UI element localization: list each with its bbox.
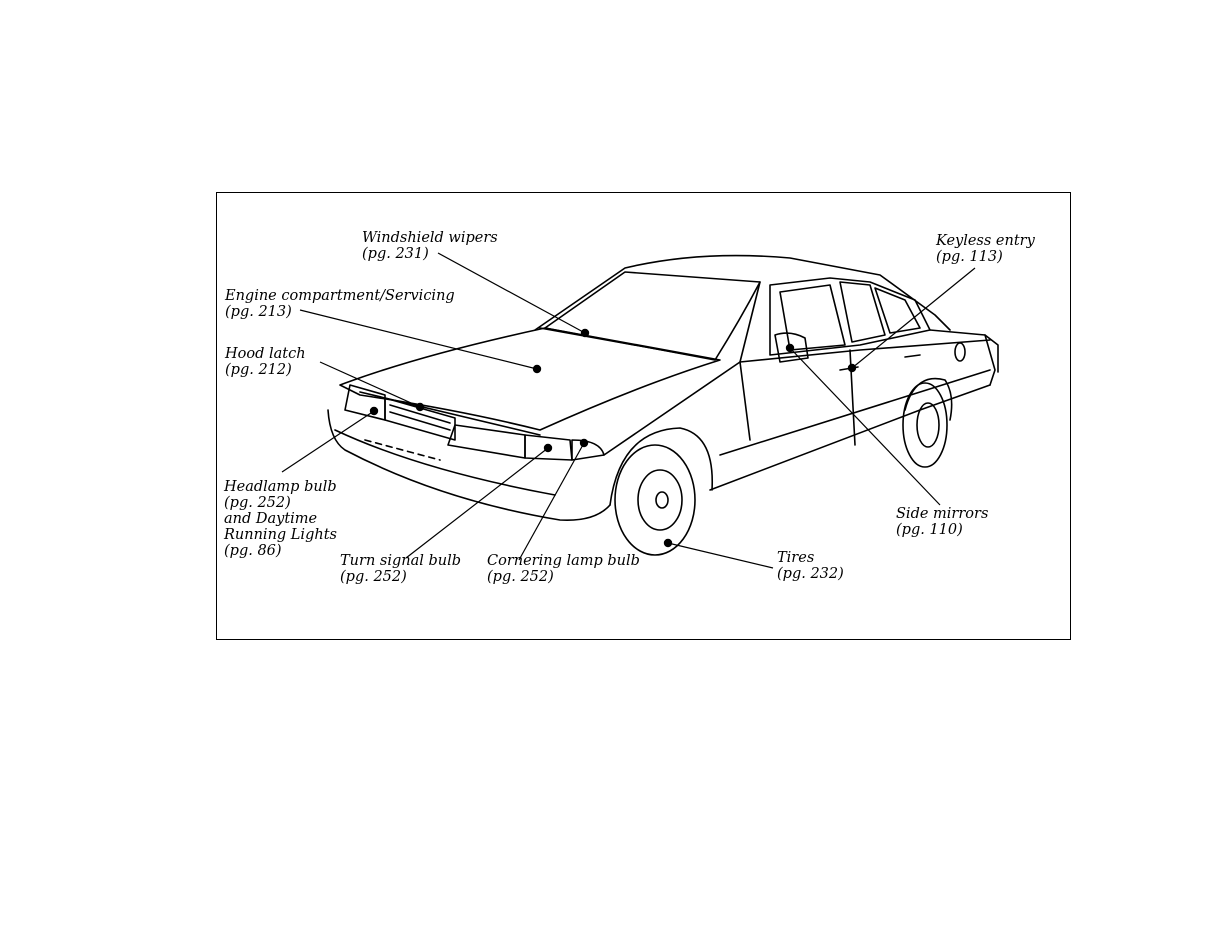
callout-engine-compartment: Engine compartment/Servicing (pg. 213) <box>225 288 455 320</box>
callout-page: (pg. 232) <box>777 566 844 582</box>
rear-tire <box>903 383 947 467</box>
callout-page: (pg. 113) <box>936 249 1035 265</box>
door-window-2 <box>840 282 885 342</box>
callout-label: Engine compartment/Servicing <box>225 288 455 304</box>
callout-hood-latch: Hood latch (pg. 212) <box>225 346 306 378</box>
dot-hood-latch <box>416 403 424 411</box>
callout-turn-signal-bulb: Turn signal bulb (pg. 252) <box>340 553 461 585</box>
callout-label: Hood latch <box>225 346 306 362</box>
dot-engine-compartment <box>533 365 541 373</box>
rear-hubcap <box>917 403 939 447</box>
dot-cornering-lamp <box>580 439 588 447</box>
a-pillar <box>740 282 760 362</box>
callout-page: (pg. 86) <box>224 543 337 559</box>
dot-keyless-entry <box>848 364 856 372</box>
dot-windshield-wipers <box>581 329 589 337</box>
callout-page: (pg. 212) <box>225 362 306 378</box>
callout-page: (pg. 213) <box>225 304 455 320</box>
callout-extra: and Daytime <box>224 511 337 527</box>
callout-label: Headlamp bulb <box>224 479 337 495</box>
door-window-1 <box>780 285 845 350</box>
callout-cornering-lamp-bulb: Cornering lamp bulb (pg. 252) <box>487 553 640 585</box>
callout-page: (pg. 231) <box>362 246 498 262</box>
callout-page: (pg. 252) <box>487 569 640 585</box>
dot-tires <box>664 539 672 547</box>
door-seam-1 <box>740 362 750 440</box>
callout-label: Turn signal bulb <box>340 553 461 569</box>
dot-side-mirrors <box>786 344 794 352</box>
front-hubcap <box>638 470 682 530</box>
windshield <box>545 272 760 360</box>
callout-label: Keyless entry <box>936 233 1035 249</box>
side-body-top <box>604 340 990 455</box>
fuel-door <box>955 343 965 361</box>
callout-keyless-entry: Keyless entry (pg. 113) <box>936 233 1035 265</box>
front-right-headlamp <box>448 425 525 458</box>
side-body-bottom <box>710 385 990 490</box>
callout-page: (pg. 110) <box>896 522 988 538</box>
dot-turn-signal <box>544 444 552 452</box>
front-tire <box>615 445 695 555</box>
callout-label: Windshield wipers <box>362 230 498 246</box>
callout-page: (pg. 252) <box>340 569 461 585</box>
bumper-lower <box>335 430 555 495</box>
callout-label: Side mirrors <box>896 506 988 522</box>
callout-side-mirrors: Side mirrors (pg. 110) <box>896 506 988 538</box>
callout-label: Tires <box>777 550 844 566</box>
wiper-blade <box>540 328 690 355</box>
rear-quarter <box>930 330 995 385</box>
callout-tires: Tires (pg. 232) <box>777 550 844 582</box>
callout-extra: Running Lights <box>224 527 337 543</box>
callout-label: Cornering lamp bulb <box>487 553 640 569</box>
front-hub-center <box>656 492 668 508</box>
door-handle-rear <box>905 355 920 357</box>
dot-headlamp <box>370 407 378 415</box>
callout-windshield-wipers: Windshield wipers (pg. 231) <box>362 230 498 262</box>
callout-page: (pg. 252) <box>224 495 337 511</box>
callout-headlamp-bulb: Headlamp bulb (pg. 252) and Daytime Runn… <box>224 479 337 559</box>
